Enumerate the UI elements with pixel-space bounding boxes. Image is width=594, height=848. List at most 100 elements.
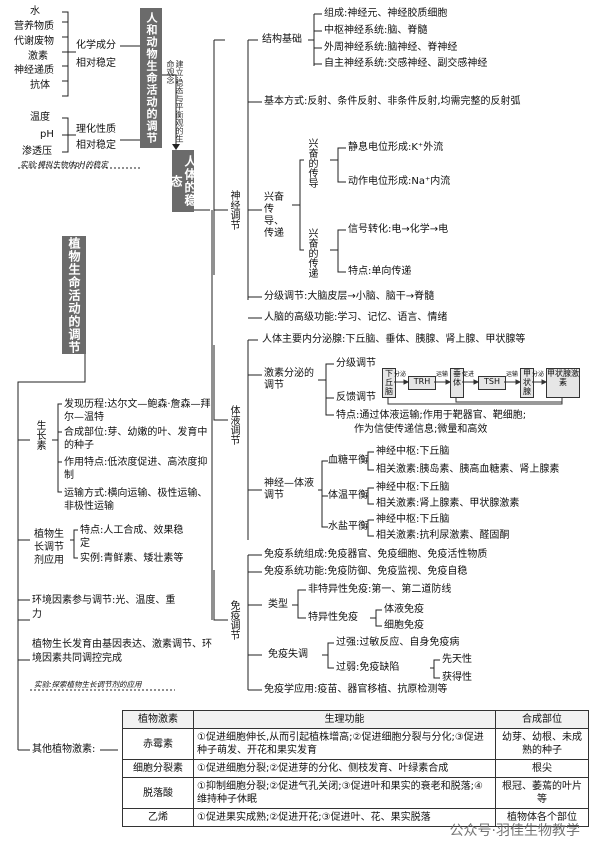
flow-label-3: 促进 [462,371,475,378]
sugar-hormone-text: 相关激素:胰岛素、胰高血糖素、肾上腺素 [376,464,560,475]
environment-factor-text: 环境因素参与调节:光、温度、重力 [32,595,176,620]
plant-regulation-box: 植物生命活动的调节 [62,236,86,354]
table-row: 乙烯 ①促进果实成熟;②促进开花;③促进叶、花、果实脱落 植物体各个部位 [122,808,589,827]
neuro-humoral-label: 神经—体液调节 [264,478,314,501]
phys-property-label: 理化性质 [76,124,116,135]
hormone-name: 乙烯 [122,808,194,827]
signal-conversion-text: 信号转化:电→化学→电 [348,224,449,235]
flow-label-2: 运输 [436,371,449,378]
life-concept-note: 建立:稳态与平衡观的生命观念 [166,60,184,143]
flow-label-5: 分泌 [532,371,545,378]
structure-item-2: 中枢神经系统:脑、脊髓 [324,25,428,36]
resting-potential-text: 静息电位形成:K⁺外流 [348,142,444,153]
plant-experiment-note: 实验:探索植物生长调节剂的应用 [34,680,142,689]
phys-osmotic: 渗透压 [22,146,52,157]
hormone-secretion-label: 激素分泌的调节 [264,368,314,391]
chem-stable-label: 相对稳定 [76,58,116,69]
hormone-function: ①抑制细胞分裂;②促进气孔关闭;③促进叶和果实的衰老和脱落;④维持种子休眠 [193,777,496,809]
ph-experiment-note: 实验:模拟生物体pH的稳定 [20,160,108,169]
homeostasis-box: 人体的稳态 [169,150,197,212]
neural-regulation-label: 神经调节 [228,190,239,230]
hormone-function: ①促进细胞分裂;②促进芽的分化、侧枝发育、叶绿素合成 [193,759,496,778]
table-row: 细胞分裂素 ①促进细胞分裂;②促进芽的分化、侧枝发育、叶绿素合成 根尖 [122,759,589,778]
animal-regulation-title: 人和动物生命活动的调节 [140,8,162,148]
plant-hormone-table: 植物激素 生理功能 合成部位 赤霉素 ①促进细胞伸长,从而引起植株增高;②促进细… [122,710,589,827]
acquired-text: 获得性 [442,672,472,683]
auxin-feature-text: 作用特点:低浓度促进、高浓度抑制 [64,457,208,481]
auxin-label: 生长素 [34,420,45,450]
weak-immunity-text: 过弱:免疫缺陷 [336,662,400,673]
congenital-text: 先天性 [442,654,472,665]
component-water: 水 [30,6,40,17]
hormone-site: 根冠、萎蔫的叶片等 [495,777,589,809]
graded-regulation-label: 分级调节 [336,358,376,369]
blood-sugar-label: 血糖平衡 [328,455,368,466]
action-potential-text: 动作电位形成:Na⁺内流 [348,176,451,187]
humoral-feature-1: 特点:通过体液运输;作用于靶器官、靶细胞; [336,410,527,421]
flow-label-1: 分泌 [394,371,407,378]
cellular-immunity-text: 细胞免疫 [384,620,424,631]
chem-composition-label: 化学成分 [76,40,116,51]
flow-label-4: 运输 [506,371,519,378]
over-reaction-text: 过强:过敏反应、自身免疫病 [336,637,460,648]
higher-brain-function-text: 人脑的高级功能:学习、记忆、语言、情绪 [264,312,448,323]
structure-basis-label: 结构基础 [262,34,302,45]
hormone-name: 脱落酸 [122,777,194,809]
joint-regulation-text: 植物生长发育由基因表达、激素调节、环境因素共同调控完成 [32,639,212,664]
nonspecific-immunity-text: 非特异性免疫:第一、第二道防线 [308,584,452,595]
immune-disorder-label: 免疫失调 [268,649,308,660]
flow-trh: TRH [408,376,436,390]
header-site: 合成部位 [495,710,589,729]
other-hormones-label: 其他植物激素: [32,744,96,755]
temp-center-text: 神经中枢:下丘脑 [376,482,450,493]
basic-mode-text: 基本方式:反射、条件反射、非条件反射,均需完整的反射弧 [264,96,521,107]
table-row: 脱落酸 ①抑制细胞分裂;②促进气孔关闭;③促进叶和果实的衰老和脱落;④维持种子休… [122,777,589,809]
humoral-regulation-label: 体液调节 [228,405,239,445]
flow-thyroid: 甲状腺 [520,368,534,398]
specific-immunity-label: 特异性免疫 [308,612,358,623]
header-function: 生理功能 [193,710,496,729]
regulator-feature-text: 特点:人工合成、效果稳定 [80,525,184,549]
component-antibody: 抗体 [30,80,50,91]
immune-regulation-label: 免疫调节 [228,600,239,640]
water-salt-label: 水盐平衡 [328,521,368,532]
flow-arrows [387,379,563,405]
component-hormone: 激素 [28,51,48,62]
auxin-transport-text: 运输方式:横向运输、极性运输、非极性运输 [64,488,208,512]
hormone-site: 幼芽、幼根、未成熟的种子 [495,728,589,760]
component-nutrients: 营养物质 [14,21,54,32]
immune-function-text: 免疫系统功能:免疫防御、免疫监视、免疫自稳 [264,566,468,577]
flow-hypothalamus: 下丘脑 [382,368,396,398]
hierarchical-regulation-text: 分级调节:大脑皮层→小脑、脑干→脊髓 [264,291,435,302]
hormone-name: 赤霉素 [122,728,194,760]
flow-pituitary: 垂体 [450,368,464,398]
immune-type-label: 类型 [268,599,288,610]
hormone-site: 根尖 [495,759,589,778]
feedback-regulation-label: 反馈调节 [336,392,376,403]
table-row: 赤霉素 ①促进细胞伸长,从而引起植株增高;②促进细胞分裂与分化;③促进种子萌发、… [122,728,589,760]
phys-temperature: 温度 [30,112,50,123]
component-waste: 代谢废物 [14,36,54,47]
sugar-center-text: 神经中枢:下丘脑 [376,446,450,457]
watermark: 公众号·羽佳生物教学 [449,823,580,839]
phys-ph: pH [40,129,54,140]
phys-stable-label: 相对稳定 [76,140,116,151]
temp-hormone-text: 相关激素:肾上腺素、甲状腺激素 [376,498,520,509]
humoral-immunity-text: 体液免疫 [384,604,424,615]
immune-composition-text: 免疫系统组成:免疫器官、免疫细胞、免疫活性物质 [264,549,488,560]
water-center-text: 神经中枢:下丘脑 [376,514,450,525]
flow-tsh: TSH [478,376,506,390]
component-neurotransmitter: 神经递质 [14,65,54,76]
auxin-synthesis-text: 合成部位:芽、幼嫩的叶、发育中的种子 [64,427,208,451]
hormone-site: 植物体各个部位 [495,808,589,827]
hormone-function: ①促进细胞伸长,从而引起植株增高;②促进细胞分裂与分化;③促进种子萌发、开花和果… [193,728,496,760]
flow-thyroxine: 甲状腺激素 [546,368,580,398]
fiber-conduction-label: 兴奋的传导 [306,138,317,188]
water-hormone-text: 相关激素:抗利尿激素、醛固酮 [376,530,510,541]
regulator-example-text: 实例:青鲜素、矮壮素等 [80,553,184,564]
immunology-application-text: 免疫学应用:疫苗、器官移植、抗原检测等 [264,684,448,695]
auxin-history-text: 发现历程:达尔文—鲍森·詹森—拜尔—温特 [64,399,211,423]
synaptic-transmission-label: 兴奋的传递 [306,228,317,278]
one-way-feature-text: 特点:单向传递 [348,266,412,277]
